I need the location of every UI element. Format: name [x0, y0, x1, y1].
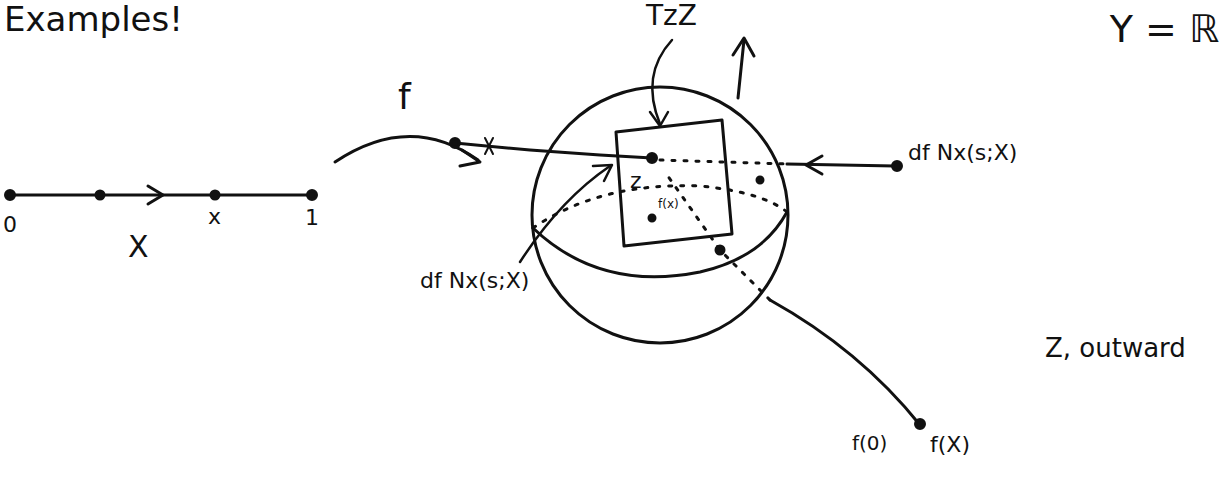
endpoint-dot [6, 191, 15, 200]
curve-dot [893, 162, 902, 171]
curve-dot [716, 246, 724, 254]
vector-pointer [520, 166, 610, 262]
endpoint-dot [916, 420, 925, 429]
tangent-label: TzZ [646, 0, 697, 32]
outward-normal-head [733, 38, 754, 56]
point-dot [96, 191, 104, 199]
map-arrow [335, 136, 478, 162]
direction-arrow [148, 186, 163, 204]
map-label: f [398, 76, 411, 117]
domain-label: X [128, 230, 149, 265]
vector-label: df Nx(s;X) [420, 268, 529, 293]
outward-normal [738, 40, 744, 98]
vector-pointer-head [593, 165, 612, 181]
hidden-line [660, 160, 787, 164]
equator-front [533, 212, 787, 277]
point-label: x [208, 204, 221, 229]
map-arrowhead [460, 150, 480, 166]
vector-label: df Nx(s;X) [908, 140, 1017, 165]
curve-dot [757, 177, 763, 183]
label-pointer-head [650, 112, 668, 126]
endpoint-label: 0 [3, 212, 17, 237]
sphere-outline [532, 87, 788, 343]
endpoint-dot [308, 191, 317, 200]
surface-label: Z, outward [1045, 334, 1186, 364]
point-label: f(0) [852, 432, 887, 455]
vector-arrowhead [806, 156, 822, 174]
image-line [787, 164, 895, 166]
image-line [770, 300, 920, 425]
point-fx [649, 215, 655, 221]
point-label: f(x) [658, 198, 679, 212]
image-curve [455, 143, 652, 158]
page-title: Examples! [4, 0, 183, 39]
endpoint-label: 1 [305, 205, 319, 230]
image-label: f(X) [930, 432, 970, 457]
cross-mark [485, 138, 493, 154]
curve-dot [451, 139, 460, 148]
tangent-plane [616, 120, 732, 246]
space-label: Y = ℝ [1110, 8, 1219, 52]
point-dot [211, 191, 219, 199]
point-label: z [630, 168, 642, 193]
equator-back [533, 186, 787, 228]
hidden-line [665, 172, 770, 300]
